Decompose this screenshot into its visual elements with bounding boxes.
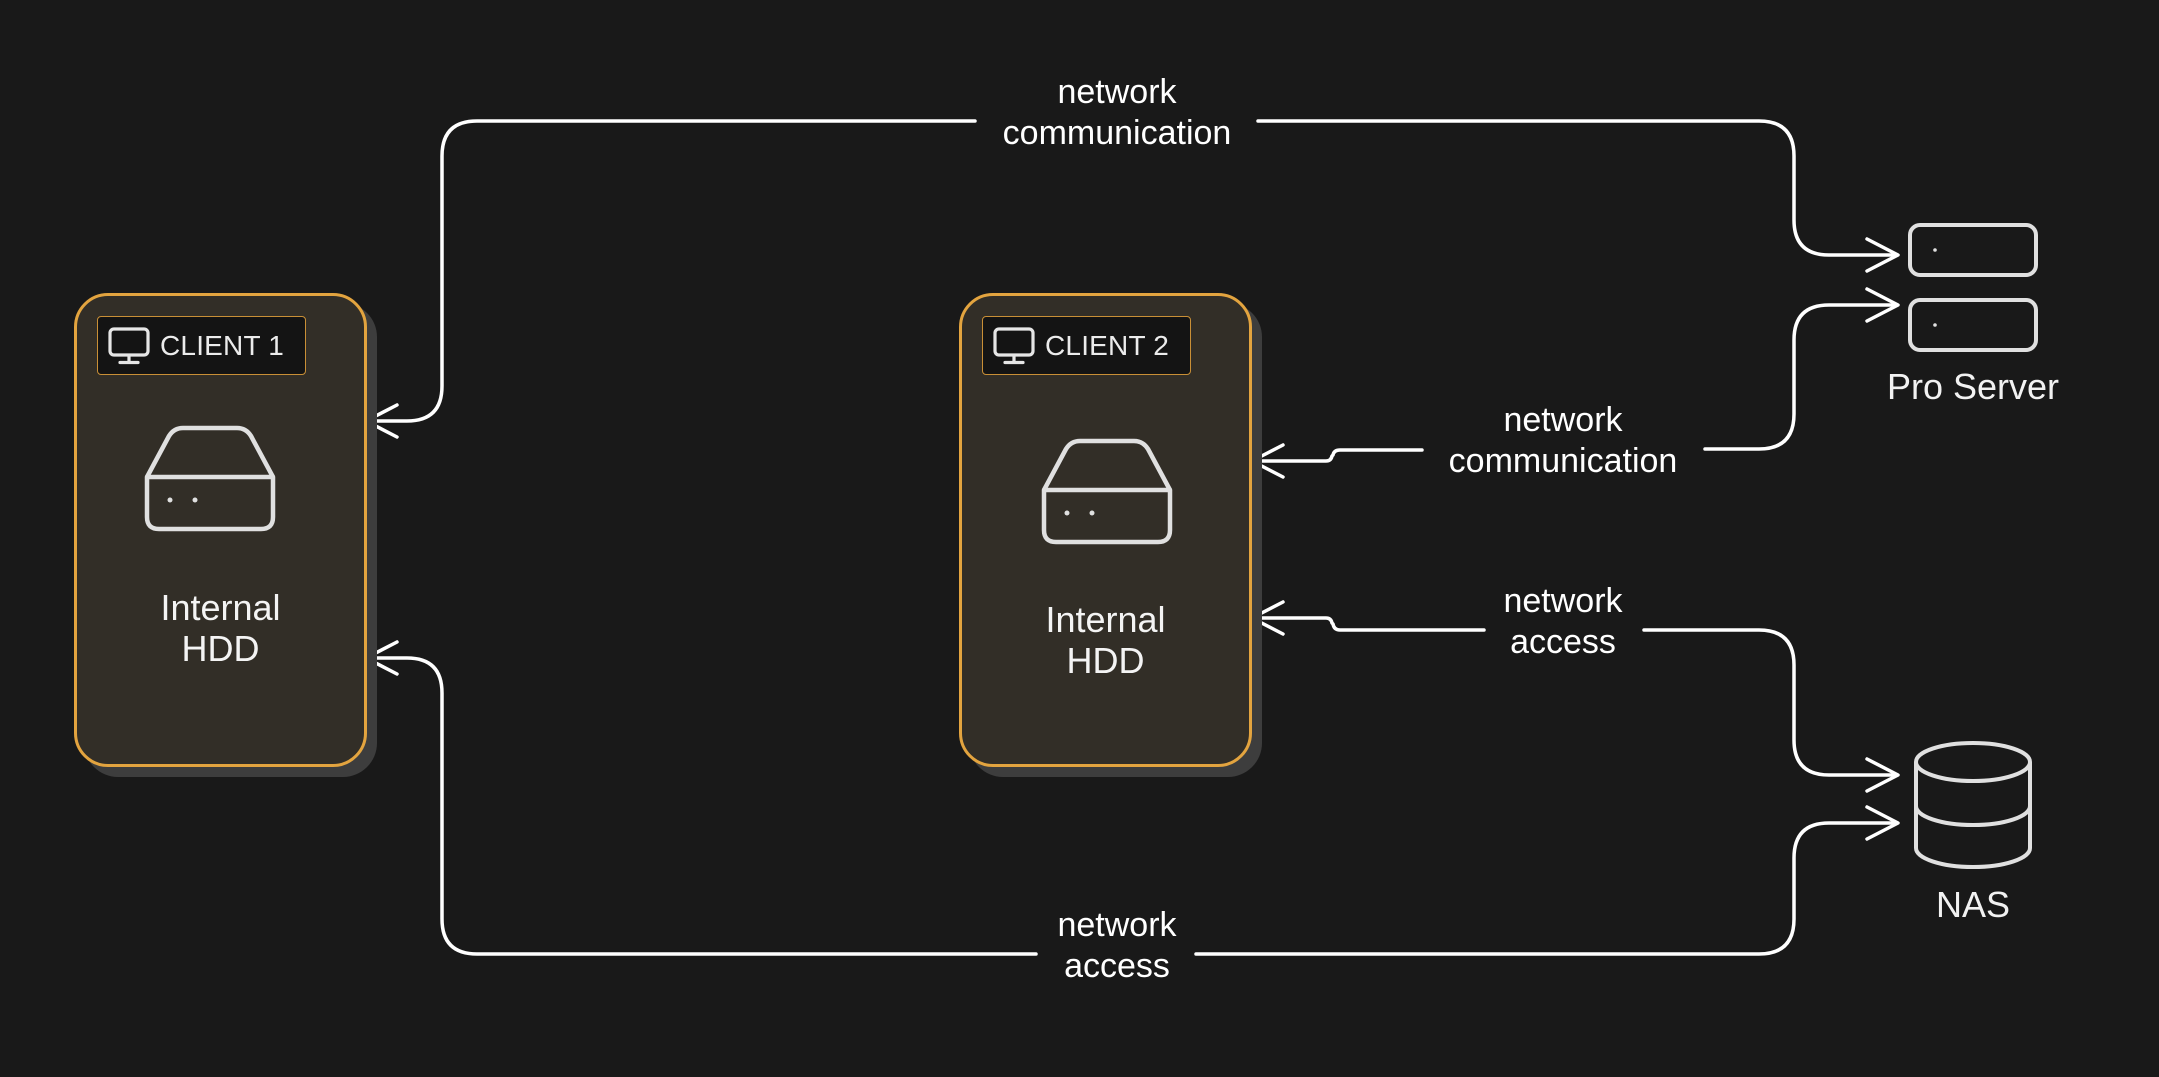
edge-label-line2: access	[1064, 947, 1170, 985]
edge-label-line1: network	[1503, 582, 1623, 620]
edge-label-client2-nas: network access	[1503, 581, 1622, 663]
arrowhead-server-top	[1865, 237, 1900, 273]
edge-client1-nas-line-left	[364, 656, 1038, 956]
client-1-tag: CLIENT 1	[97, 316, 306, 375]
arrowhead-nas-top	[1865, 757, 1900, 793]
client-1-storage-label-line1: Internal	[160, 587, 281, 628]
hdd-icon	[1041, 438, 1173, 545]
edge-label-line2: communication	[1002, 114, 1232, 152]
edge-label-line1: network	[1057, 906, 1177, 944]
client-2-storage-label: Internal HDD	[962, 599, 1249, 681]
edge-label-line1: network	[1057, 73, 1177, 111]
edge-client1-server-line-right	[1256, 119, 1899, 257]
edge-label-client1-server: network communication	[1003, 72, 1232, 154]
client-1-storage-label: Internal HDD	[77, 587, 364, 669]
server-led-bottom	[1933, 323, 1937, 327]
edge-client1-nas-line-right	[1194, 821, 1899, 956]
monitor-icon	[993, 326, 1035, 364]
client-2-storage-label-line1: Internal	[1045, 599, 1166, 640]
edge-client2-nas[interactable]	[1250, 600, 1900, 793]
pro-server-label: Pro Server	[1886, 366, 2060, 407]
edge-client2-nas-line-right	[1642, 628, 1899, 777]
edge-label-client1-nas: network access	[1057, 905, 1176, 987]
server-unit-bottom	[1908, 298, 2038, 352]
edge-label-client2-server: network communication	[1449, 400, 1678, 482]
database-body	[1914, 762, 2032, 869]
edge-label-line2: access	[1510, 623, 1616, 661]
client-2-tag-label: CLIENT 2	[1045, 329, 1170, 361]
client-1-tag-label: CLIENT 1	[160, 329, 285, 361]
edge-label-line1: network	[1503, 401, 1623, 439]
monitor-icon	[108, 326, 150, 364]
edge-client1-server-line-left	[364, 119, 977, 423]
client-2-box[interactable]: CLIENT 2 Internal HDD	[959, 293, 1252, 767]
hdd-icon	[144, 425, 276, 532]
database-top	[1914, 741, 2032, 783]
client-1-box[interactable]: CLIENT 1 Internal HDD	[74, 293, 367, 767]
server-unit-top	[1908, 223, 2038, 277]
client-2-storage-label-line2: HDD	[1066, 640, 1145, 681]
edge-client2-server-line-left	[1250, 448, 1424, 463]
client-2-tag: CLIENT 2	[982, 316, 1191, 375]
database-middle-band	[1914, 805, 2032, 827]
client-1-storage-label-line2: HDD	[181, 628, 260, 669]
edge-client2-server-line-right	[1703, 303, 1899, 451]
arrowhead-server-bottom	[1865, 287, 1900, 323]
database-icon[interactable]	[1914, 741, 2032, 869]
nas-label: NAS	[1935, 884, 2011, 925]
edge-label-line2: communication	[1448, 442, 1678, 480]
server-led-top	[1933, 248, 1937, 252]
arrowhead-nas-bottom	[1865, 805, 1900, 841]
server-icon[interactable]	[1908, 223, 2038, 352]
edge-client2-nas-line-left	[1250, 616, 1486, 632]
